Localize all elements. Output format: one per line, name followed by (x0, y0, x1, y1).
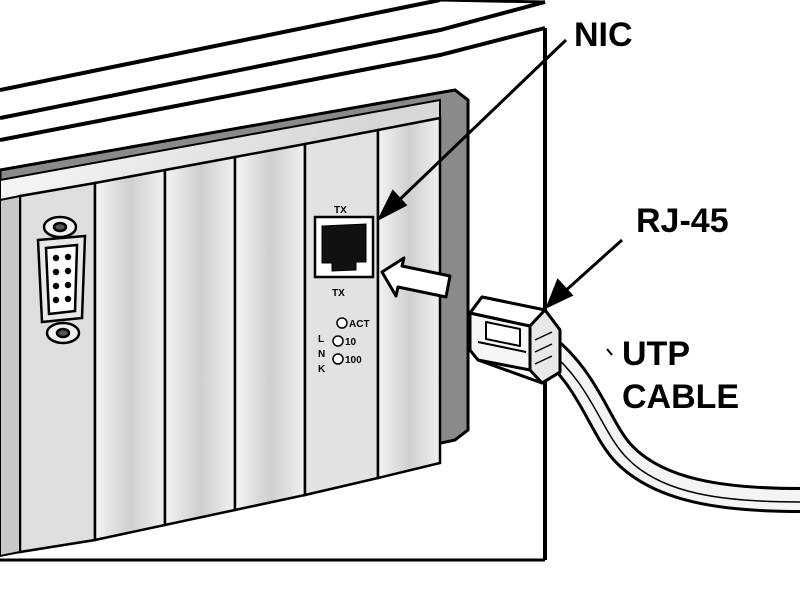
slot-cover-nic (303, 128, 380, 497)
label-cable: CABLE (622, 378, 739, 416)
rj45-jack-icon: TX TX (313, 205, 375, 299)
led-100-icon (332, 353, 344, 365)
led-act-icon (336, 317, 348, 329)
led-label-10: 10 (345, 337, 357, 348)
slot-cover-6 (376, 116, 442, 480)
led-label-100: 100 (345, 355, 362, 366)
slot-cover-4 (233, 142, 307, 512)
slot-cover-2 (93, 168, 167, 542)
tx-label-top: TX (334, 205, 347, 216)
nic-callout-arrow (376, 38, 568, 222)
tx-label-bottom: TX (332, 288, 345, 299)
utp-callout-tick (606, 348, 613, 356)
led-10-icon (332, 335, 344, 347)
label-utp: UTP (622, 335, 690, 373)
label-nic: NIC (574, 16, 633, 54)
label-rj45: RJ-45 (636, 202, 729, 240)
led-prefix-k: K (318, 364, 326, 375)
slot-cover-3 (163, 155, 237, 527)
slot-cover-partial (0, 194, 21, 558)
led-prefix-n: N (318, 349, 325, 360)
insert-arrow-icon (380, 256, 452, 299)
serial-port-icon (36, 215, 87, 345)
led-label-act: ACT (349, 319, 370, 330)
computer-chassis (0, 0, 547, 562)
rj45-callout-arrow (545, 238, 624, 310)
led-indicators (332, 317, 348, 365)
utp-cable (532, 332, 800, 513)
led-prefix-l: L (318, 334, 324, 345)
rj45-plug-icon (468, 295, 562, 385)
